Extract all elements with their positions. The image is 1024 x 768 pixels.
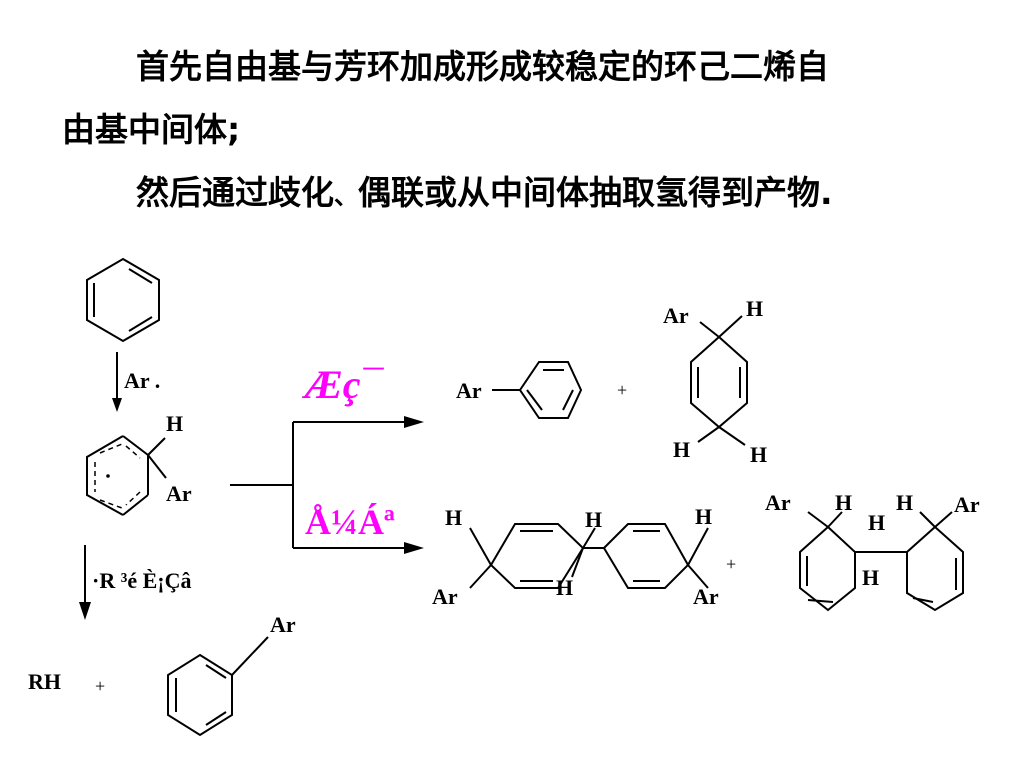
- label-h-c1-tr: H: [695, 504, 712, 529]
- label-disproportionation: Æç¯: [301, 362, 385, 407]
- label-h-radical: H: [166, 411, 183, 436]
- coupling-dimer-1: [469, 523, 709, 589]
- label-abstraction: ·R ³é È¡Çâ: [92, 568, 191, 593]
- dihydro-product: [690, 315, 748, 446]
- label-ar-biaryl: Ar: [456, 378, 482, 403]
- label-ar-c1-l: Ar: [432, 584, 458, 609]
- label-h-dihydro-top: H: [746, 296, 763, 321]
- text-line-2: 由基中间体;: [62, 110, 241, 149]
- biaryl-product: [518, 361, 583, 419]
- label-h-c1-mid-top: H: [585, 507, 602, 532]
- label-ar-c2-r: Ar: [954, 492, 980, 517]
- arrow-coupling-head: [404, 542, 424, 554]
- cyclohexadienyl-radical: [86, 435, 167, 516]
- label-h-dihydro-br: H: [750, 442, 767, 467]
- text-line-3-rest: 偶联或从中间体抽取氢得到产物: [358, 173, 820, 212]
- label-h-dihydro-bl: H: [673, 437, 690, 462]
- arrow-addition-head: [112, 398, 122, 412]
- label-h-c1-tl: H: [445, 505, 462, 530]
- text-line-3-end: .: [820, 173, 833, 212]
- label-ar-aryl: Ar: [270, 612, 296, 637]
- label-ar-radical-sub: Ar: [166, 481, 192, 506]
- plus-sign-2: +: [726, 554, 736, 574]
- text-line-3-main: 然后通过歧化: [136, 173, 334, 212]
- text-line-3-sep: 、: [334, 182, 358, 210]
- label-h-c2-bot: H: [862, 565, 879, 590]
- label-coupling: Å¼Áª: [305, 502, 395, 542]
- arrow-disproportionation-head: [404, 416, 424, 428]
- label-h-c2-r: H: [896, 490, 913, 515]
- arrow-abstraction-head: [79, 602, 91, 620]
- plus-sign-1: +: [617, 380, 627, 400]
- aryl-product: [167, 636, 269, 737]
- label-h-c2-l: H: [835, 490, 852, 515]
- text-line-1: 首先自由基与芳环加成形成较稳定的环己二烯自: [136, 47, 829, 86]
- label-ar-dihydro: Ar: [663, 303, 689, 328]
- label-h-c2-mid: H: [868, 510, 885, 535]
- label-ar-c1-r: Ar: [693, 584, 719, 609]
- label-ar-c2-l: Ar: [765, 490, 791, 515]
- coupling-dimer-2: [799, 511, 964, 612]
- label-rh: RH: [28, 669, 61, 694]
- label-h-c1-mid-bot: H: [556, 575, 573, 600]
- label-ar-radical: Ar .: [124, 368, 160, 393]
- text-line-3: 然后通过歧化、偶联或从中间体抽取氢得到产物.: [136, 176, 833, 209]
- plus-sign-3: +: [95, 676, 105, 696]
- benzene-reactant: [86, 257, 160, 343]
